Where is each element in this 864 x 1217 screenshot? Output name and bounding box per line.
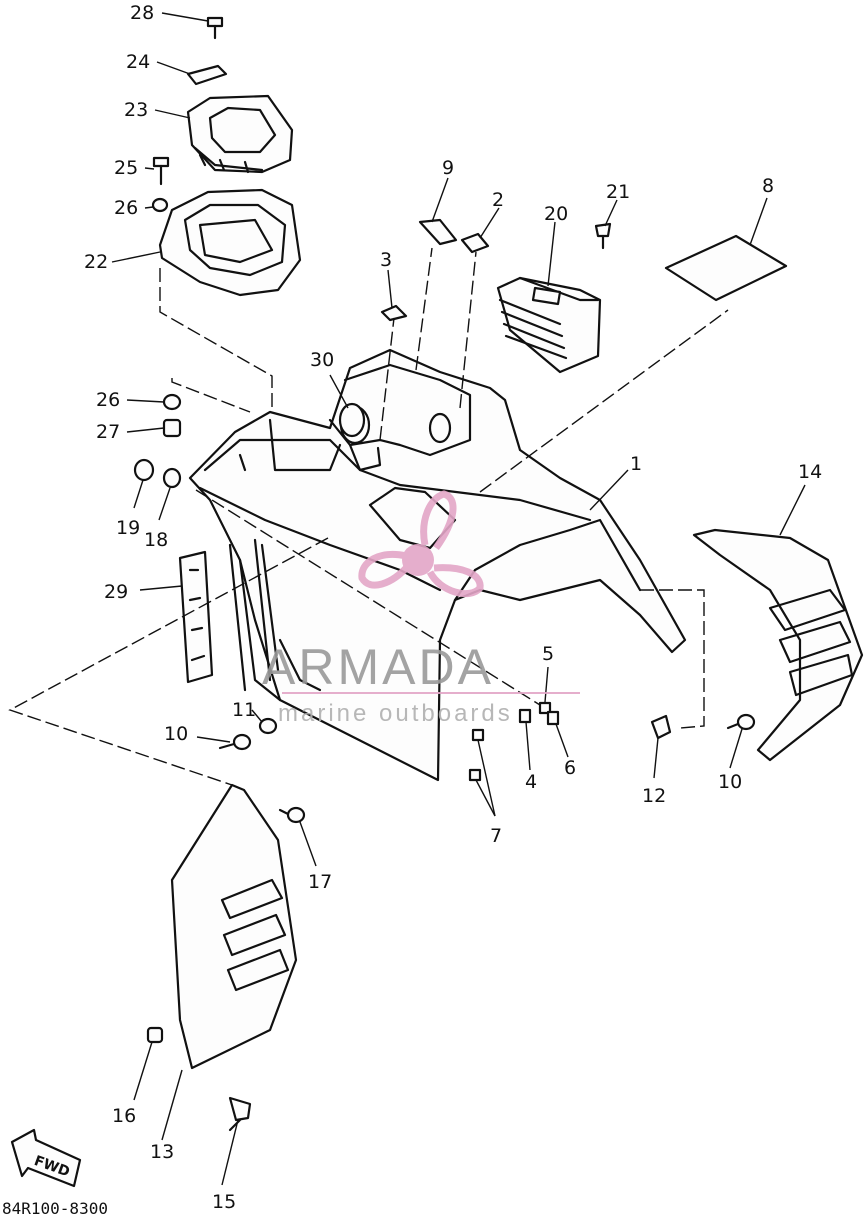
gasket-part-23: [186, 94, 294, 174]
side-cover-right-part-14: [692, 528, 864, 762]
side-cover-left-part-13: [170, 783, 298, 1070]
callout-26-top: 26: [114, 197, 138, 219]
callout-15: 15: [212, 1191, 236, 1213]
callout-22: 22: [84, 251, 108, 273]
callout-13: 13: [150, 1141, 174, 1163]
callout-7: 7: [490, 825, 502, 847]
label-part-8: [664, 234, 788, 302]
bolt-part-10-right: [726, 713, 756, 731]
document-number: 84R100-8300: [2, 1199, 108, 1217]
callout-10-right: 10: [718, 771, 742, 793]
callout-1: 1: [630, 453, 642, 475]
clip-part-9: [418, 218, 458, 246]
screw-part-21: [594, 222, 612, 250]
callout-labels: 28 24 23 25 26 22 9 2 20 21 8 3 30 26 27…: [84, 2, 822, 1213]
callout-9: 9: [442, 157, 454, 179]
nut-part-5: [538, 701, 552, 715]
callout-2: 2: [492, 189, 504, 211]
callout-12: 12: [642, 785, 666, 807]
bolt-part-28: [206, 16, 224, 40]
propeller-logo-icon: [358, 490, 484, 598]
callout-20: 20: [544, 203, 568, 225]
callout-18: 18: [144, 529, 168, 551]
grommet-part-19: [133, 458, 155, 482]
grommet-part-16: [146, 1026, 164, 1044]
callout-17: 17: [308, 871, 332, 893]
callout-23: 23: [124, 99, 148, 121]
callout-21: 21: [606, 181, 630, 203]
plate-part-24: [186, 64, 228, 86]
callout-28: 28: [130, 2, 154, 24]
bolt-part-17: [278, 806, 306, 824]
grommet-part-4: [518, 708, 532, 724]
assembly-lines: [8, 247, 729, 786]
armada-watermark: ARMADA marine outboards: [262, 490, 580, 727]
bolt-part-25: [152, 156, 170, 186]
upper-cover-part-22: [158, 188, 302, 297]
washer-part-11: [258, 717, 278, 735]
watermark-brand: ARMADA: [262, 639, 494, 695]
callout-14: 14: [798, 461, 822, 483]
callout-5: 5: [542, 643, 554, 665]
callout-8: 8: [762, 175, 774, 197]
callout-29: 29: [104, 581, 128, 603]
fwd-arrow-icon: FWD: [10, 1128, 82, 1188]
callout-30: 30: [310, 349, 334, 371]
callout-4: 4: [525, 771, 537, 793]
watermark-tagline: marine outboards: [278, 700, 513, 727]
callout-26: 26: [96, 389, 120, 411]
bolt-part-15: [228, 1096, 252, 1132]
grommet-part-6: [546, 710, 560, 726]
callout-24: 24: [126, 51, 150, 73]
grommet-part-7a: [471, 728, 485, 742]
collar-part-27: [162, 418, 182, 438]
leader-lines: [111, 12, 806, 1186]
callout-16: 16: [112, 1105, 136, 1127]
nut-part-18: [162, 467, 182, 489]
clip-part-2: [460, 232, 490, 254]
callout-19: 19: [116, 517, 140, 539]
callout-25: 25: [114, 157, 138, 179]
callout-11: 11: [232, 699, 256, 721]
callout-3: 3: [380, 249, 392, 271]
clip-part-12: [650, 714, 672, 740]
rail-part-29: [178, 550, 214, 684]
callout-10-left: 10: [164, 723, 188, 745]
grommet-part-7b: [468, 768, 482, 782]
callout-6: 6: [564, 757, 576, 779]
clip-part-3: [380, 304, 408, 322]
grommet-part-26-top: [151, 197, 169, 213]
callout-27: 27: [96, 421, 120, 443]
grommet-part-26: [162, 393, 182, 411]
bolt-part-10-left: [218, 733, 252, 751]
holder-part-20: [496, 276, 602, 374]
cap-part-30: [338, 402, 366, 438]
